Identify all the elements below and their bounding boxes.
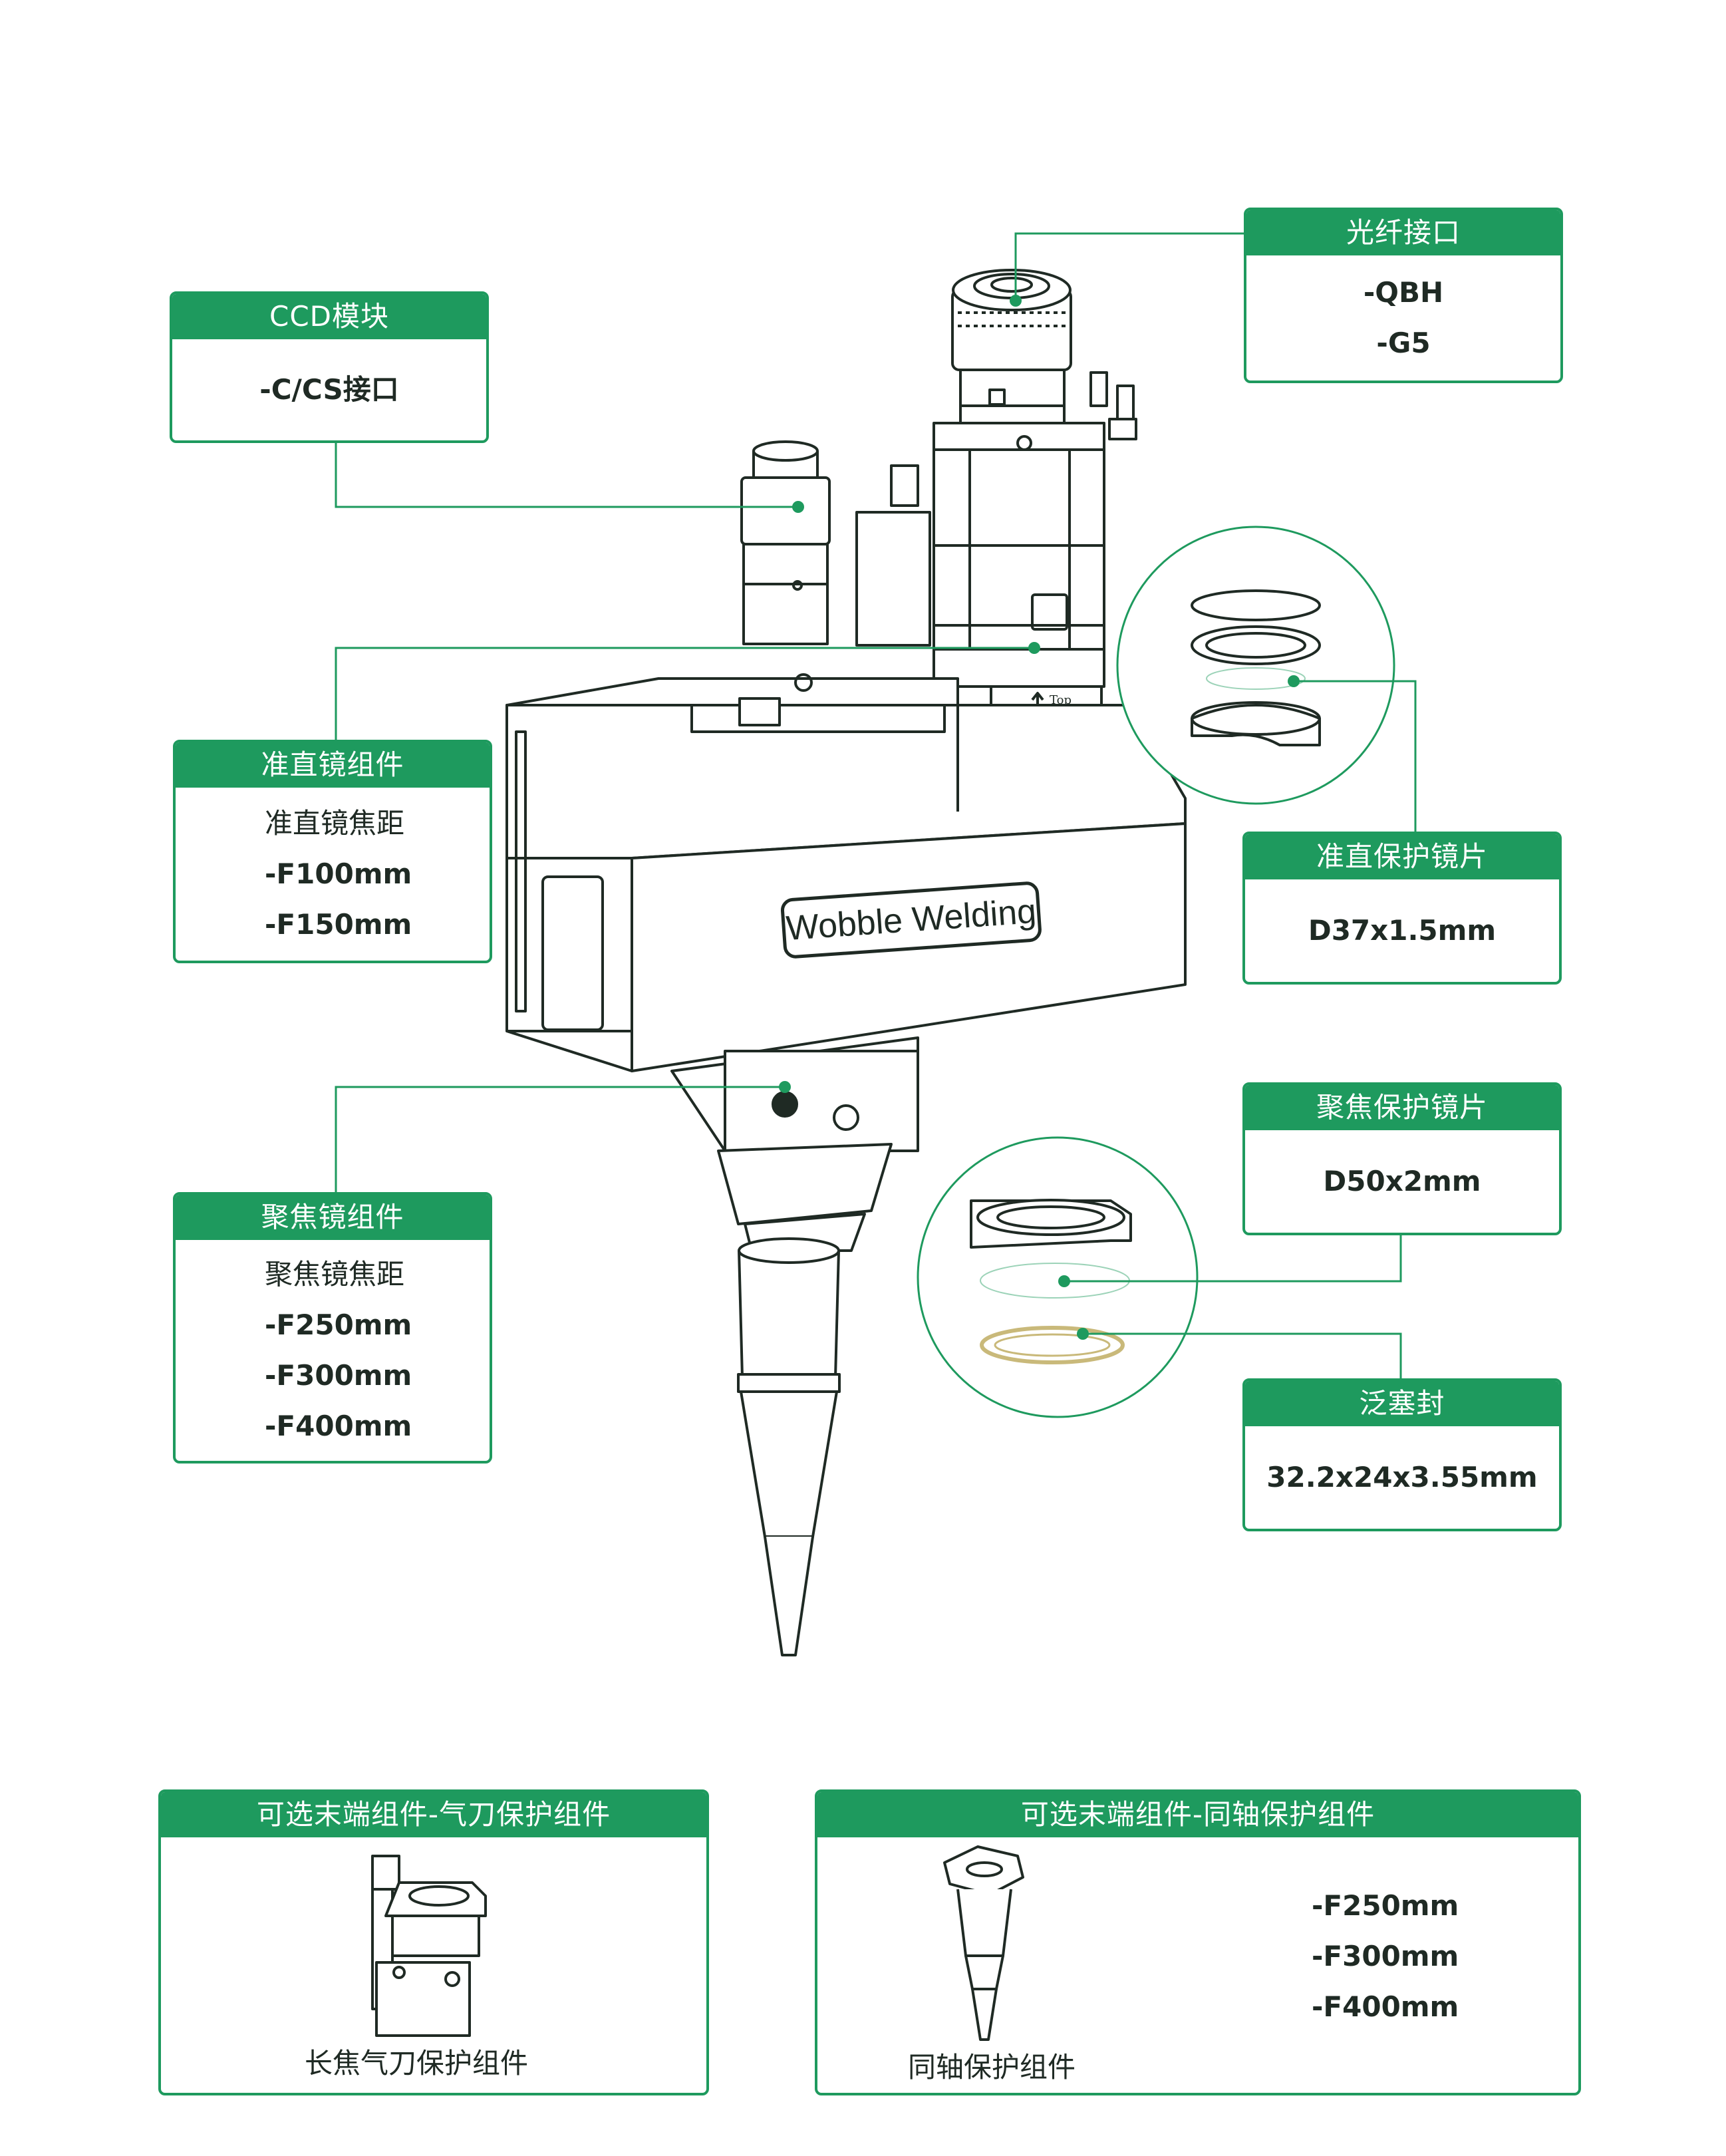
collimator-lens-detail (1116, 526, 1395, 805)
coaxial-item: -F250mm (1312, 1889, 1459, 1922)
seal-label: 泛塞封 32.2x24x3.55mm (1242, 1378, 1562, 1531)
label-title: 泛塞封 (1245, 1381, 1559, 1426)
optional-coaxial-panel: 可选末端组件-同轴保护组件 (815, 1789, 1581, 2095)
label-item: -QBH (1363, 276, 1444, 309)
coaxial-item: -F300mm (1312, 1940, 1459, 1972)
brand-plate (780, 881, 1042, 959)
air-knife-caption: 长焦气刀保护组件 (305, 2047, 529, 2079)
optional-air-knife-panel: 可选末端组件-气刀保护组件 (158, 1789, 709, 2095)
focus-lens-detail (917, 1136, 1199, 1418)
label-item: 32.2x24x3.55mm (1266, 1461, 1538, 1493)
label-item: -F150mm (265, 908, 412, 941)
nozzle-drawing (737, 1237, 841, 1656)
label-item: -G5 (1376, 327, 1431, 359)
leader-dots (779, 295, 1300, 1340)
coaxial-drawing (943, 1845, 1024, 2041)
focus-section-drawing (670, 1036, 919, 1252)
label-item: -F100mm (265, 857, 412, 890)
fiber-connector-drawing (951, 269, 1137, 440)
label-item: D50x2mm (1323, 1165, 1481, 1197)
top-mark-text: Top (1050, 693, 1072, 707)
collimator-lens-label: 准直保护镜片 D37x1.5mm (1242, 832, 1562, 985)
air-knife-drawing (371, 1855, 487, 2037)
fiber-connector-label: 光纤接口 -QBH -G5 (1244, 208, 1563, 383)
collimator-assembly-label: 准直镜组件 准直镜焦距 -F100mm -F150mm (173, 740, 492, 963)
leader-lines (335, 232, 1417, 1378)
ccd-module-drawing (740, 440, 931, 647)
label-item: -C/CS接口 (259, 373, 399, 406)
coaxial-caption: 同轴保护组件 (908, 2051, 1076, 2083)
focus-lens-label: 聚焦保护镜片 D50x2mm (1242, 1082, 1562, 1235)
label-item: 聚焦镜焦距 (265, 1258, 405, 1291)
main-housing-drawing (505, 673, 1187, 1072)
label-item: D37x1.5mm (1308, 914, 1497, 947)
label-title: 准直镜组件 (176, 742, 490, 788)
focus-assembly-label: 聚焦镜组件 聚焦镜焦距 -F250mm -F300mm -F400mm (173, 1192, 492, 1463)
panel-title: 可选末端组件-同轴保护组件 (817, 1792, 1578, 1837)
label-title: CCD模块 (172, 294, 486, 339)
coaxial-item: -F400mm (1312, 1990, 1459, 2023)
label-item: -F250mm (265, 1309, 412, 1341)
label-title: 光纤接口 (1246, 210, 1560, 255)
label-item: -F300mm (265, 1359, 412, 1392)
ccd-module-label: CCD模块 -C/CS接口 (170, 291, 489, 443)
label-item: 准直镜焦距 (265, 807, 405, 840)
label-item: -F400mm (265, 1410, 412, 1442)
panel-title: 可选末端组件-气刀保护组件 (161, 1792, 706, 1837)
label-title: 准直保护镜片 (1245, 834, 1559, 879)
label-title: 聚焦镜组件 (176, 1195, 490, 1240)
label-title: 聚焦保护镜片 (1245, 1085, 1559, 1130)
